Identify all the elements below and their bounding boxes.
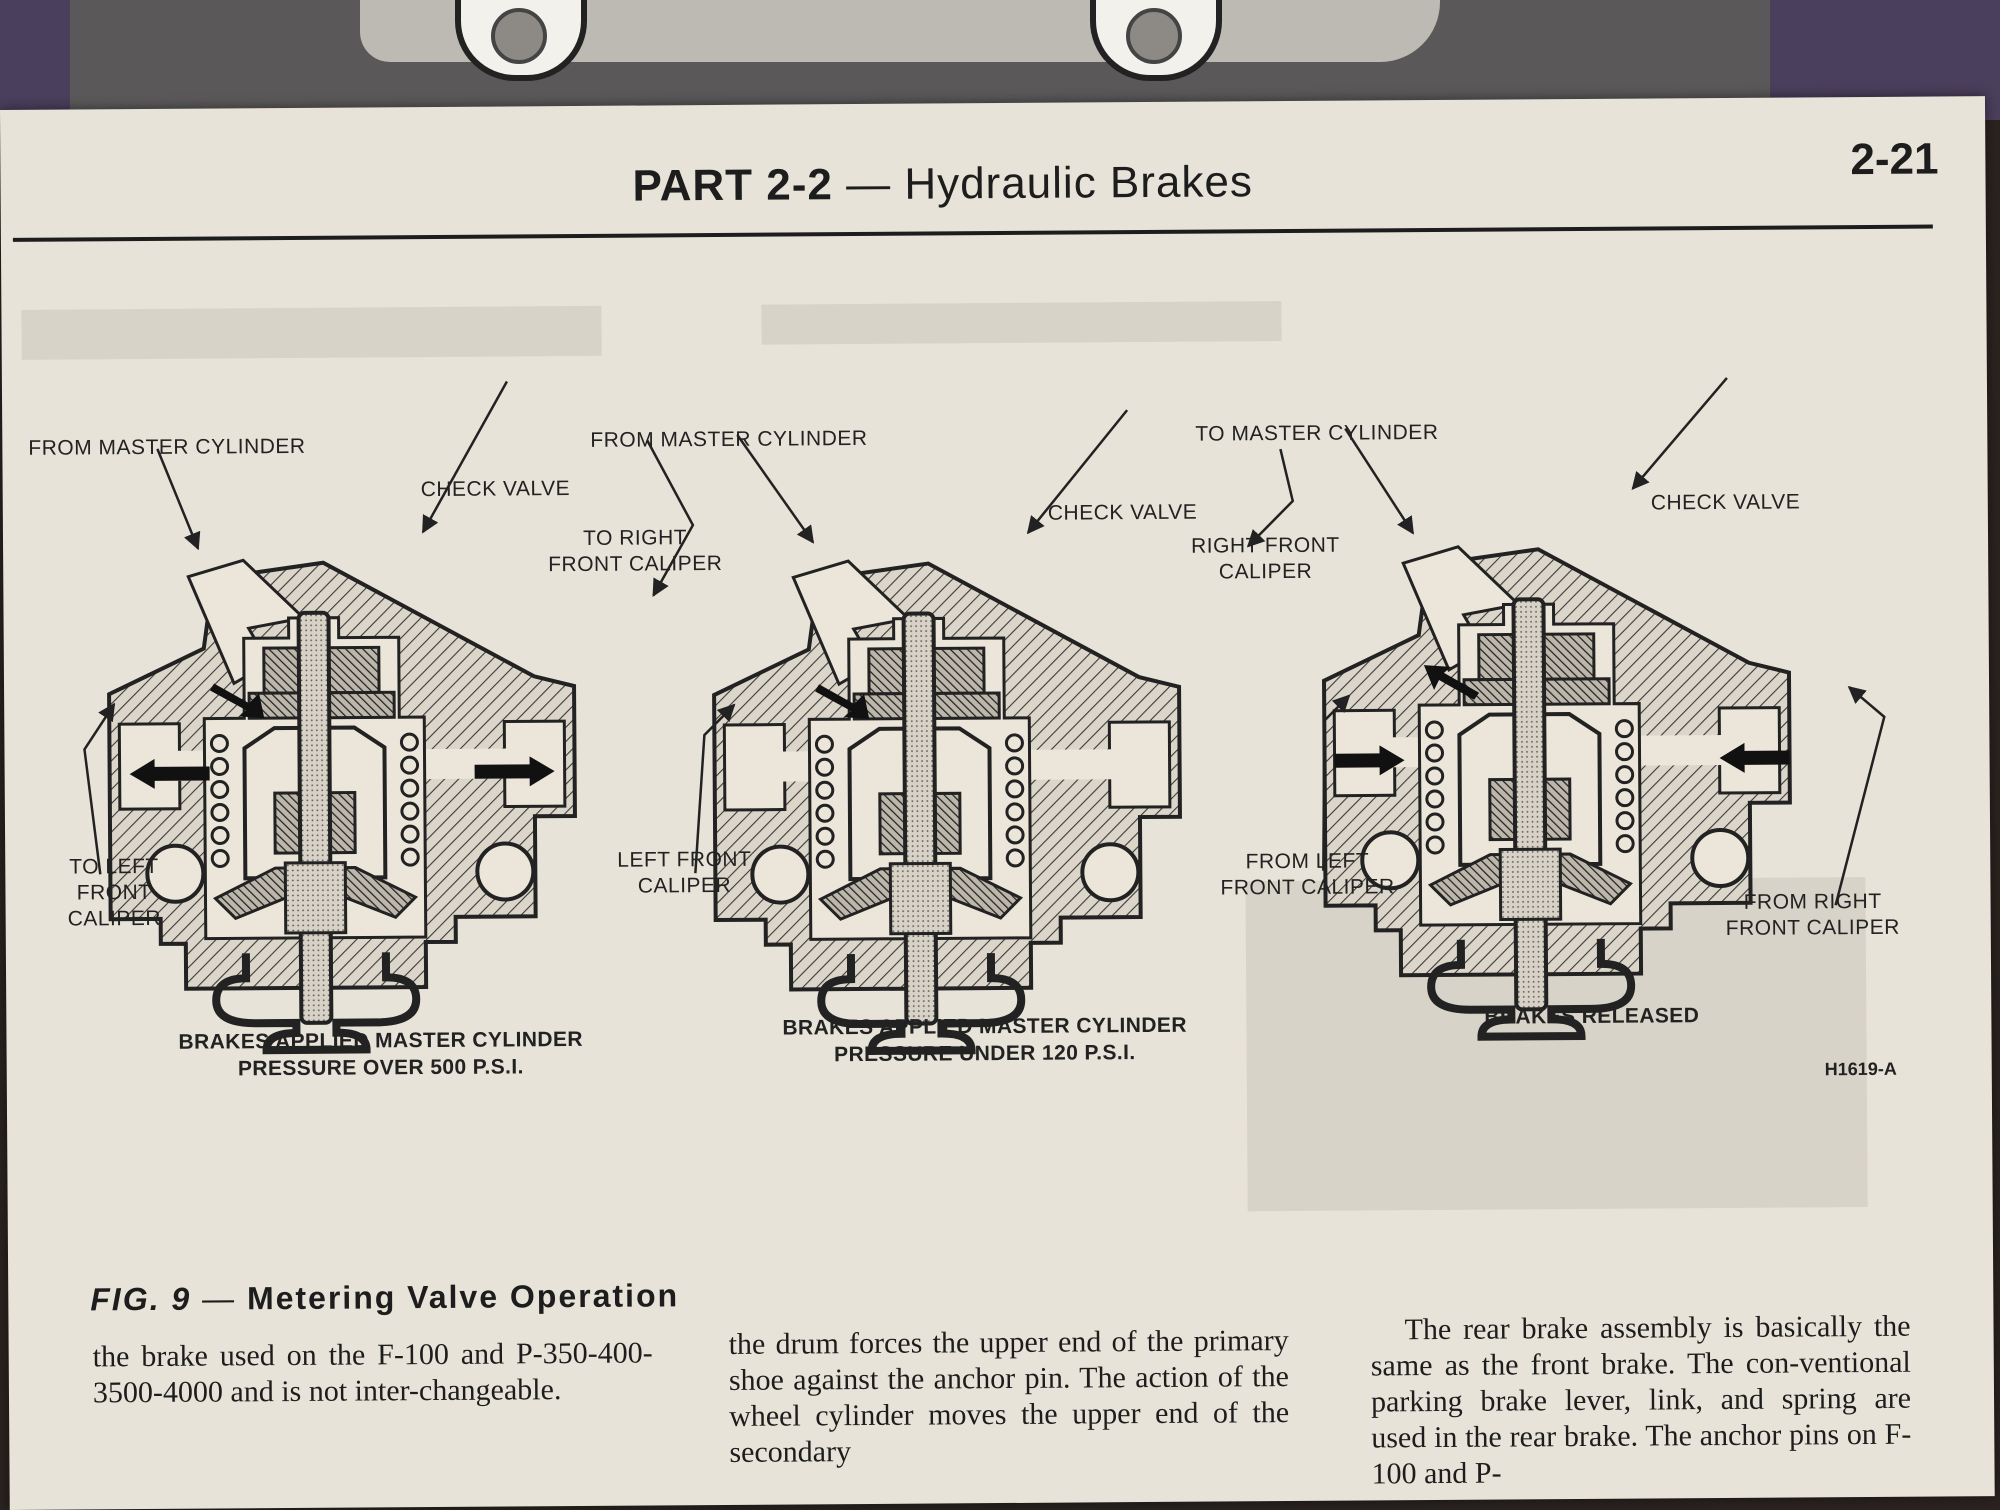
caption-brakes-applied-high: BRAKES APPLIED MASTER CYLINDER PRESSURE …: [178, 1027, 584, 1081]
label-to-master-cylinder-3: TO MASTER CYLINDER: [1195, 420, 1439, 446]
body-column-3: The rear brake assembly is basically the…: [1370, 1309, 1912, 1493]
label-check-valve-2: CHECK VALVE: [1047, 500, 1198, 525]
car-photo: [70, 0, 1770, 110]
body-paragraph: the drum forces the upper end of the pri…: [728, 1324, 1290, 1469]
background-photo: [0, 0, 2000, 120]
label-check-valve-1: CHECK VALVE: [420, 477, 571, 502]
label-left-caliper-3: FROM LEFT FRONT CALIPER: [1220, 849, 1395, 900]
body-paragraph: The rear brake assembly is basically the…: [1370, 1309, 1912, 1491]
figure-caption: FIG. 9 — Metering Valve Operation: [90, 1277, 679, 1318]
label-left-caliper-1: TO LEFT FRONT CALIPER: [67, 854, 162, 931]
caption-brakes-released: BRAKES RELEASED: [1484, 1004, 1700, 1029]
label-right-caliper-2: RIGHT FRONT CALIPER: [1190, 533, 1340, 584]
valve-diagram-applied-high: [108, 558, 576, 1051]
label-left-caliper-2: LEFT FRONT CALIPER: [617, 847, 752, 898]
fabric-pattern-left: [0, 0, 70, 120]
label-from-master-cylinder-1: FROM MASTER CYLINDER: [28, 434, 306, 460]
valve-diagram-applied-low: [713, 559, 1181, 1052]
body-column-1: the brake used on the F-100 and P-350-40…: [93, 1335, 653, 1411]
label-check-valve-3: CHECK VALVE: [1650, 490, 1801, 515]
body-paragraph: the brake used on the F-100 and P-350-40…: [92, 1336, 653, 1410]
car-front-wheel-image: [1090, 0, 1222, 81]
manual-page: PART 2-2 — Hydraulic Brakes 2-21: [0, 96, 1995, 1510]
figure-caption-title: Metering Valve Operation: [246, 1277, 680, 1317]
label-right-caliper-1: TO RIGHT FRONT CALIPER: [548, 526, 723, 577]
leader-lines: [83, 377, 1886, 906]
label-right-caliper-3: FROM RIGHT FRONT CALIPER: [1725, 889, 1900, 940]
figure-code: H1619-A: [1824, 1058, 1897, 1080]
valve-diagram-released: [1323, 545, 1791, 1038]
figure-caption-dash: —: [201, 1280, 237, 1317]
label-from-master-cylinder-2: FROM MASTER CYLINDER: [590, 426, 868, 452]
figure-number: FIG. 9: [90, 1280, 192, 1318]
body-column-2: the drum forces the upper end of the pri…: [729, 1323, 1290, 1471]
metering-valve-diagrams: [83, 377, 1886, 1510]
car-rear-wheel-image: [455, 0, 587, 81]
caption-brakes-applied-low: BRAKES APPLIED MASTER CYLINDER PRESSURE …: [782, 1013, 1187, 1067]
